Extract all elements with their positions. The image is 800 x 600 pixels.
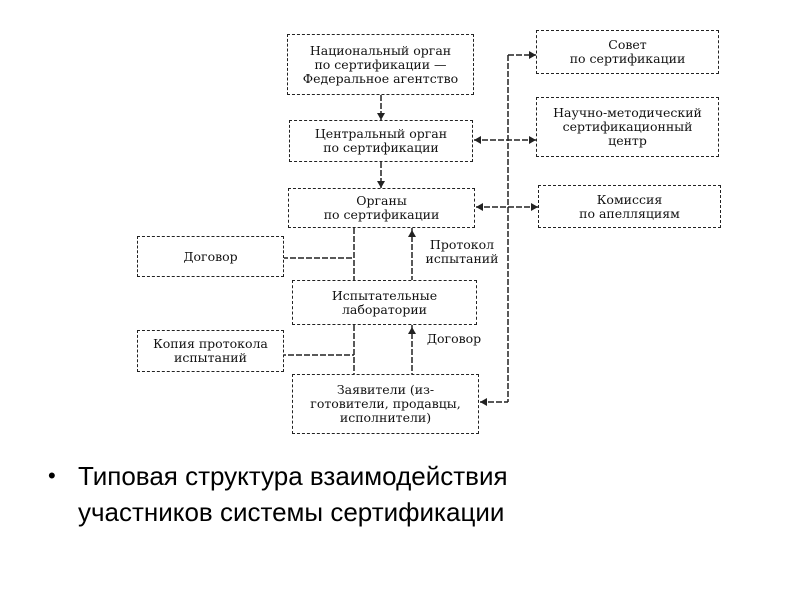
arrow-to-bodies xyxy=(377,181,385,188)
label-contract-right: Договор xyxy=(418,332,490,346)
box-national-body: Национальный орган по сертификации — Фед… xyxy=(287,34,474,95)
arrow-to-applicants xyxy=(480,398,487,406)
box-applicants: Заявители (из- готовители, продавцы, исп… xyxy=(292,374,479,434)
box-copy-protocol: Копия протокола испытаний xyxy=(137,330,284,372)
bullet-icon: • xyxy=(48,463,56,488)
box-appeals-commission: Комиссия по апелляциям xyxy=(538,185,721,228)
arrow-contract-up xyxy=(408,327,416,334)
box-certification-bodies: Органы по сертификации xyxy=(288,188,475,228)
box-testing-labs: Испытательные лаборатории xyxy=(292,280,477,325)
arrow-to-scientific xyxy=(529,136,536,144)
caption-text: Типовая структура взаимодействия участни… xyxy=(78,461,508,527)
box-contract-left: Договор xyxy=(137,236,284,277)
arrow-to-central-left xyxy=(474,136,481,144)
arrowheads xyxy=(377,51,538,406)
box-central-body: Центральный орган по сертификации xyxy=(289,120,473,162)
arrow-to-appeals xyxy=(531,203,538,211)
arrow-to-council xyxy=(529,51,536,59)
box-council: Совет по сертификации xyxy=(536,30,719,74)
box-scientific-center: Научно-методический сертификационный цен… xyxy=(536,97,719,157)
arrow-protocol-up xyxy=(408,230,416,237)
label-test-protocol: Протокол испытаний xyxy=(420,238,504,266)
arrow-to-central xyxy=(377,113,385,120)
arrow-to-bodies-left xyxy=(476,203,483,211)
